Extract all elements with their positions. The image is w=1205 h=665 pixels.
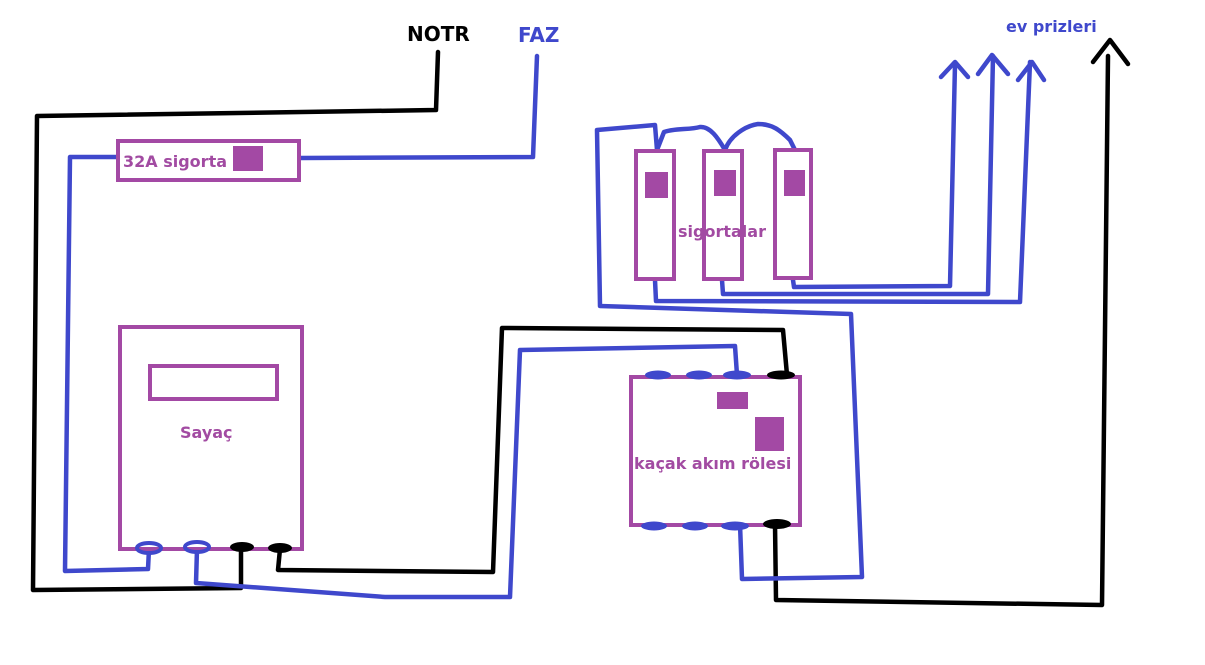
phase-out-breaker-3	[790, 61, 958, 290]
main-breaker-body	[116, 139, 301, 182]
breaker-1-indicator	[645, 172, 668, 198]
breakers: sigortalar	[634, 148, 813, 281]
rcd-label: kaçak akım rölesi	[634, 454, 791, 473]
breaker-3-body	[773, 148, 813, 280]
meter: Sayaç	[118, 325, 304, 555]
rcd-top-terminal-2	[686, 370, 712, 380]
meter-terminal-neutral-out	[268, 543, 292, 553]
rcd-bottom-terminal-neutral	[763, 519, 791, 529]
phase-bus-breakers	[654, 121, 798, 153]
phase-out-breaker-2	[719, 53, 996, 297]
rcd-bottom-terminal-2	[682, 521, 708, 531]
breaker-3-indicator	[784, 170, 805, 196]
rcd-switch-indicator	[755, 417, 784, 451]
neutral-wire-rcd-to-outlets	[772, 53, 1111, 608]
neutral-label: NOTR	[407, 22, 470, 46]
phase-arrow-head-1	[938, 59, 971, 80]
breaker-2-indicator	[714, 170, 736, 196]
main-breaker: 32A sigorta	[116, 139, 301, 182]
rcd-bottom-terminal-3	[721, 521, 749, 531]
rcd: kaçak akım rölesi	[629, 370, 802, 531]
rcd-top-terminal-3	[723, 370, 751, 380]
breaker-1-body	[634, 149, 676, 281]
phase-arrow-head-3	[1015, 59, 1047, 83]
meter-label: Sayaç	[180, 423, 233, 442]
neutral-wire-incoming	[30, 49, 441, 593]
breakers-label: sigortalar	[678, 222, 766, 241]
phase-wire-incoming	[298, 53, 540, 161]
meter-terminal-phase-out	[183, 540, 211, 554]
phase-wire-rcd-to-breakers	[594, 122, 865, 582]
meter-display	[148, 364, 279, 401]
meter-terminal-phase-in	[135, 541, 163, 555]
outlets-label: ev prizleri	[1006, 17, 1097, 36]
rcd-test-indicator	[717, 392, 748, 409]
rcd-top-terminal-neutral	[767, 370, 795, 380]
neutral-arrow-head	[1090, 37, 1131, 67]
phase-label: FAZ	[518, 23, 559, 47]
neutral-wire-meter-to-rcd	[275, 325, 790, 575]
phase-wire-breaker-to-meter	[62, 154, 152, 574]
main-breaker-label: 32A sigorta	[123, 152, 227, 171]
main-breaker-indicator	[233, 146, 263, 171]
phase-out-breaker-1	[652, 59, 1033, 305]
phase-wire-meter-to-rcd	[193, 343, 740, 600]
phase-arrow-head-2	[975, 52, 1011, 77]
meter-terminal-neutral-in	[230, 542, 254, 552]
rcd-top-terminal-1	[645, 370, 671, 380]
rcd-bottom-terminal-1	[641, 521, 667, 531]
